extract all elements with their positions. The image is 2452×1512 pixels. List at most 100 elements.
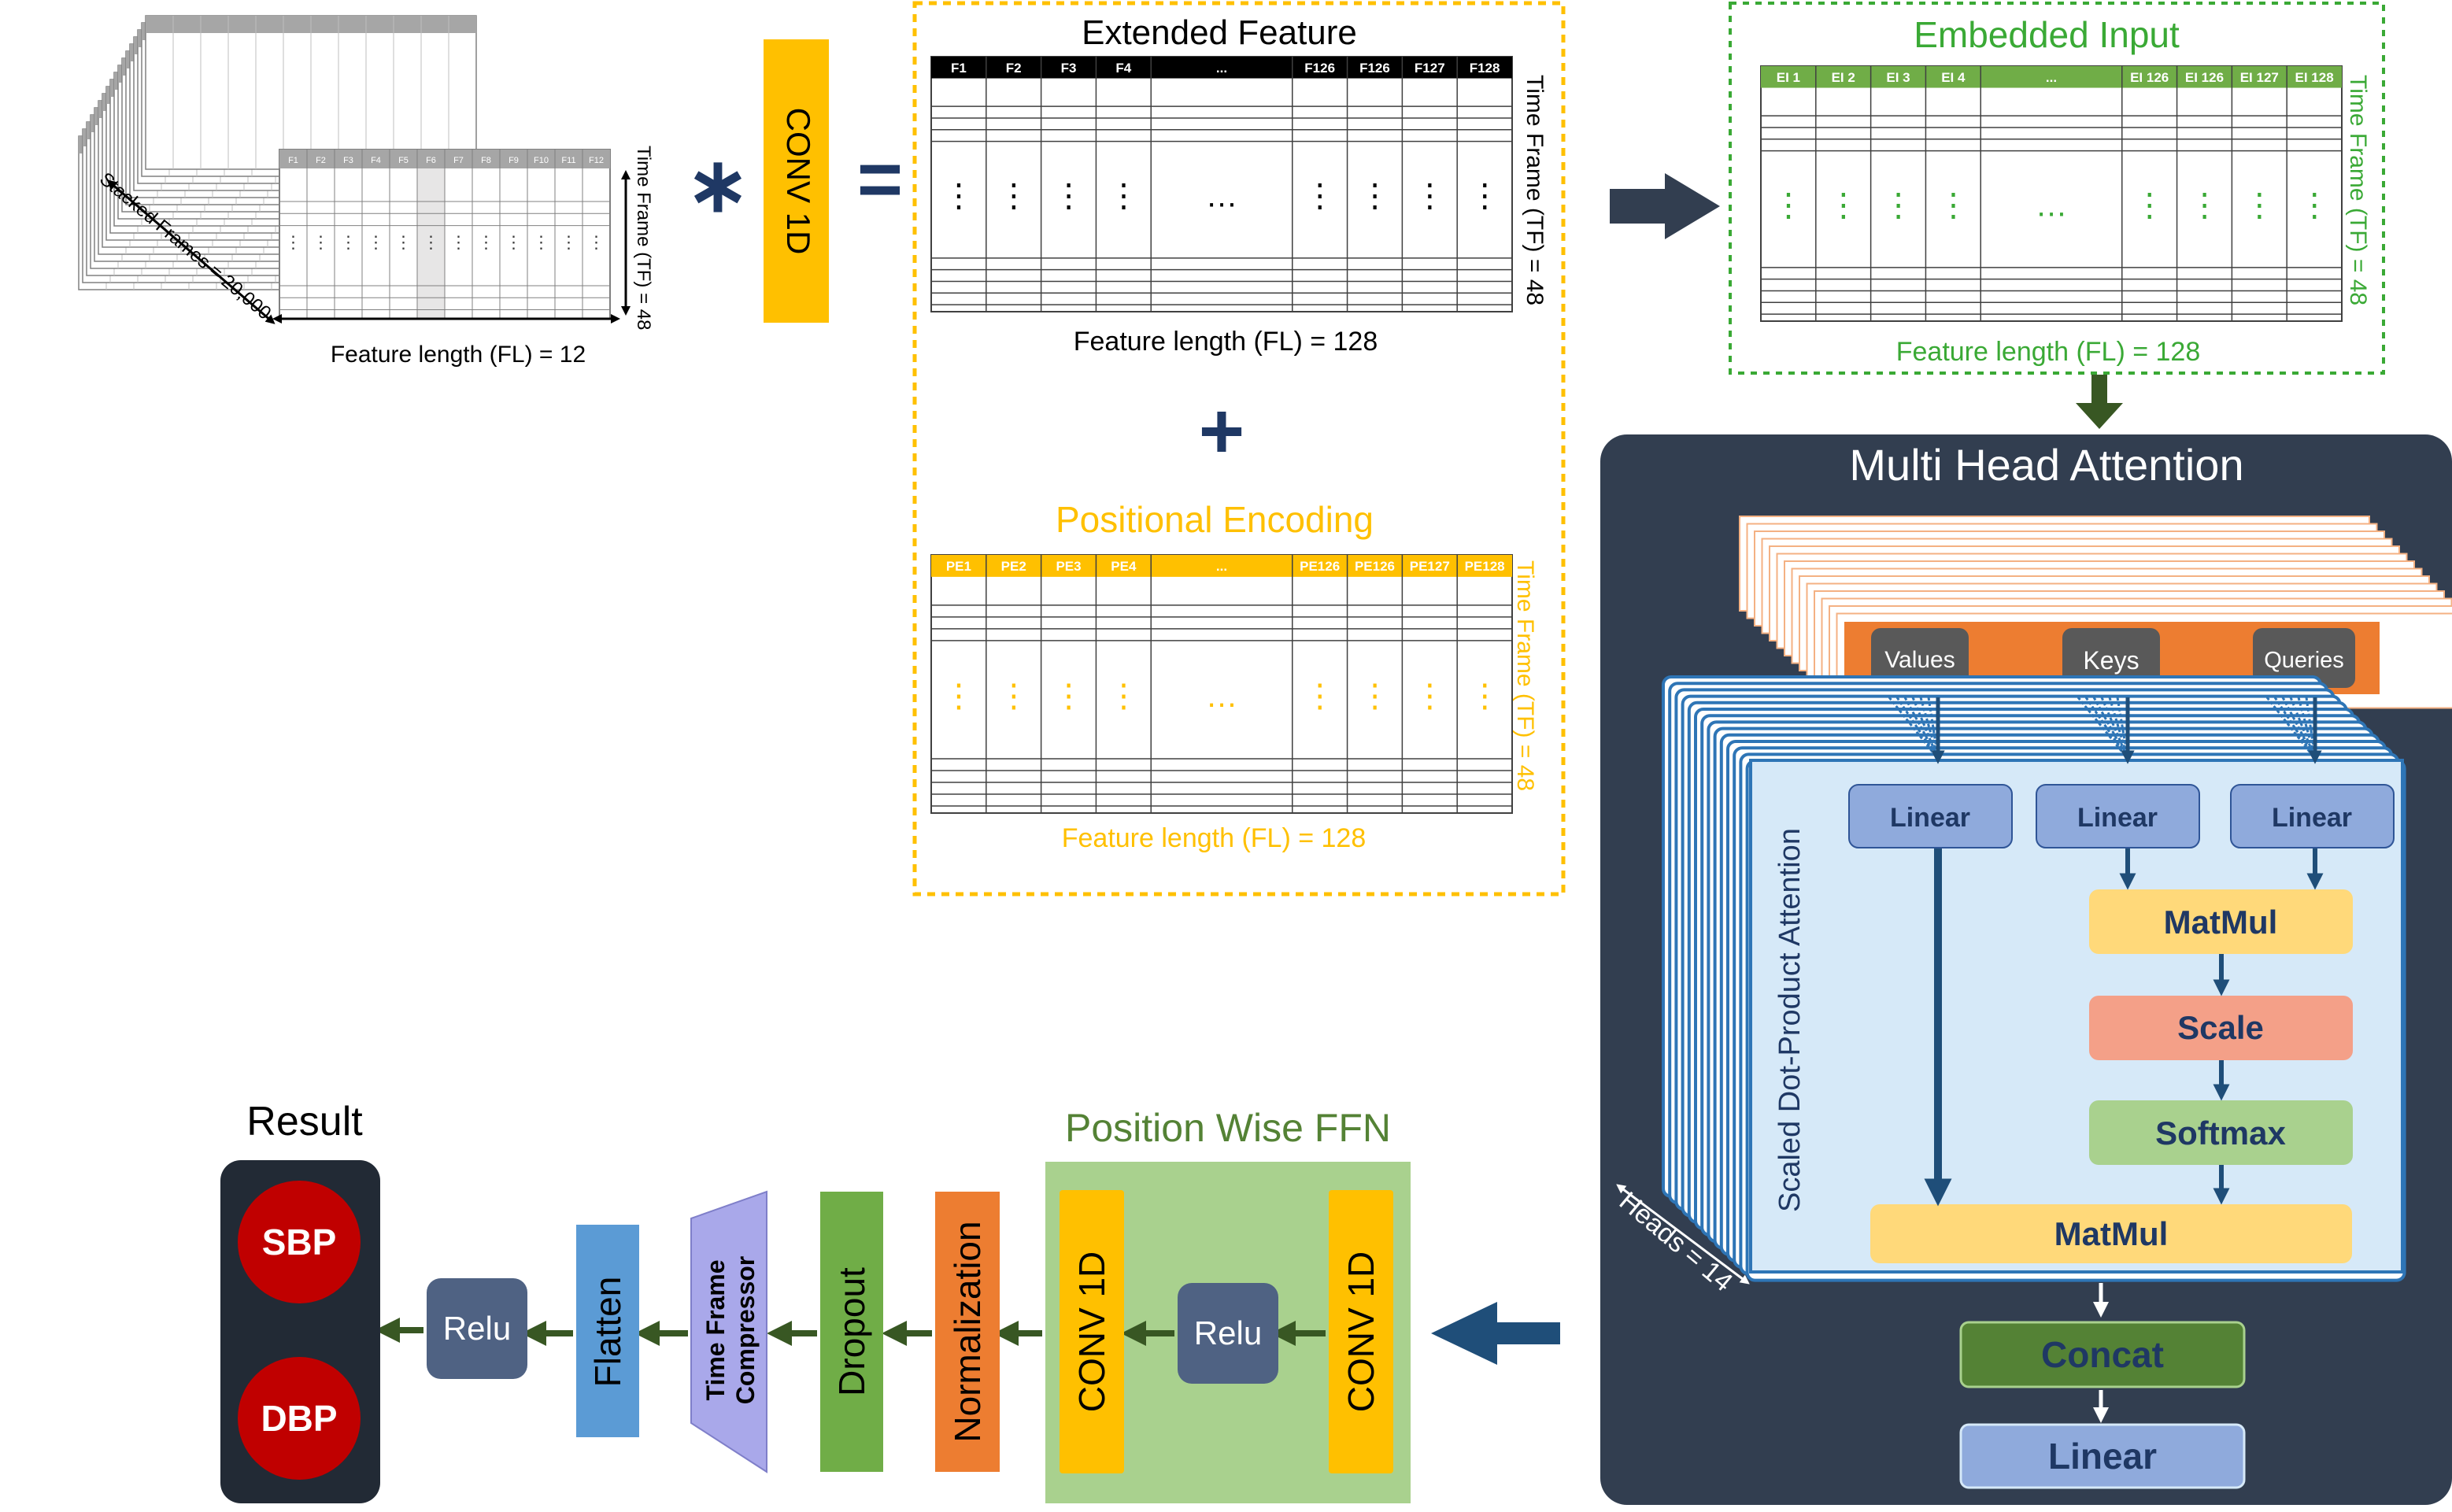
ei-header-cell: EI 2 xyxy=(1832,70,1855,85)
svg-text:Flatten: Flatten xyxy=(587,1277,628,1388)
sbp-output: SBP xyxy=(238,1181,361,1303)
ei-dots: ⋮ xyxy=(2243,187,2276,224)
extended-dots: ⋮ xyxy=(1469,178,1501,214)
front-frame-header-cell: F9 xyxy=(509,156,519,165)
svg-text:Keys: Keys xyxy=(2083,646,2139,675)
matmul-top: MatMul xyxy=(2089,889,2353,954)
extended-dots: ⋮ xyxy=(1052,178,1085,214)
scale-block: Scale xyxy=(2089,996,2353,1060)
svg-text:Linear: Linear xyxy=(2272,803,2352,833)
ffn-conv1d-left: CONV 1D xyxy=(1060,1190,1124,1473)
ei-dots: ⋮ xyxy=(2299,187,2331,224)
ei-header-cell: EI 127 xyxy=(2240,70,2279,85)
mha-title: Multi Head Attention xyxy=(1849,440,2243,490)
extended-header-cell: ... xyxy=(1216,61,1227,76)
pe-dots: ⋮ xyxy=(1414,678,1446,714)
extended-header-cell: F2 xyxy=(1006,61,1022,76)
ei-header-cell: EI 126 xyxy=(2185,70,2224,85)
front-frame-dots: ⋮ xyxy=(588,232,605,252)
pe-dots: ⋮ xyxy=(1304,678,1336,714)
linear-keys: Linear xyxy=(2036,785,2199,848)
extended-header-cell: F127 xyxy=(1415,61,1445,76)
extended-header-cell: F126 xyxy=(1359,61,1390,76)
pe-dots: … xyxy=(1206,678,1238,714)
svg-text:Normalization: Normalization xyxy=(947,1221,988,1442)
pe-time-label: Time Frame (TF) = 48 xyxy=(1512,560,1538,791)
front-frame-dots: ⋮ xyxy=(395,232,412,252)
extended-feature-table: F1⋮F2⋮F3⋮F4⋮...…F126⋮F126⋮F127⋮F128⋮ xyxy=(931,57,1512,312)
stacked-frames-input: F1⋮F2⋮F3⋮F4⋮F5⋮F6⋮F7⋮F8⋮F9⋮F10⋮F11⋮F12⋮ xyxy=(79,16,610,319)
extended-header-cell: F4 xyxy=(1115,61,1131,76)
front-frame-header-cell: F2 xyxy=(316,156,326,165)
dbp-output: DBP xyxy=(238,1357,361,1480)
pe-dots: ⋮ xyxy=(1359,678,1391,714)
to-mha-arrow xyxy=(2076,375,2123,429)
front-frame-dots: ⋮ xyxy=(560,232,578,252)
svg-text:Relu: Relu xyxy=(443,1310,511,1347)
pe-header-cell: PE1 xyxy=(946,559,971,574)
front-frame-dots: ⋮ xyxy=(285,232,302,252)
ei-dots: ⋮ xyxy=(1937,187,1969,224)
svg-text:MatMul: MatMul xyxy=(2054,1215,2169,1252)
svg-text:Scale: Scale xyxy=(2177,1009,2264,1046)
embedded-input-table: EI 1⋮EI 2⋮EI 3⋮EI 4⋮...…EI 126⋮EI 126⋮EI… xyxy=(1761,66,2342,321)
svg-text:Time Frame: Time Frame xyxy=(701,1259,730,1400)
extended-dots: ⋮ xyxy=(997,178,1030,214)
front-frame-dots: ⋮ xyxy=(423,232,440,252)
svg-text:Compressor: Compressor xyxy=(731,1256,760,1405)
ei-header-cell: EI 1 xyxy=(1777,70,1800,85)
ei-dots: … xyxy=(2036,187,2068,224)
front-frame-header-cell: F12 xyxy=(589,156,604,165)
pe-header-cell: ... xyxy=(1216,559,1227,574)
svg-text:Dropout: Dropout xyxy=(831,1267,872,1396)
ei-header-cell: EI 126 xyxy=(2130,70,2169,85)
svg-text:Queries: Queries xyxy=(2264,648,2344,673)
dropout-block: Dropout xyxy=(820,1192,883,1472)
softmax-block: Softmax xyxy=(2089,1100,2353,1165)
front-frame-dots: ⋮ xyxy=(313,232,330,252)
ei-header-cell: EI 128 xyxy=(2295,70,2334,85)
pe-dots: ⋮ xyxy=(943,678,975,714)
front-frame-header-cell: F7 xyxy=(453,156,464,165)
svg-text:MatMul: MatMul xyxy=(2164,904,2278,941)
pe-dots: ⋮ xyxy=(1469,678,1501,714)
extended-dots: ⋮ xyxy=(1108,178,1140,214)
extended-dots: ⋮ xyxy=(943,178,975,214)
extended-header-cell: F3 xyxy=(1061,61,1077,76)
front-frame-dots: ⋮ xyxy=(505,232,523,252)
extended-header-cell: F128 xyxy=(1470,61,1500,76)
positional-encoding-table: PE1⋮PE2⋮PE3⋮PE4⋮...…PE126⋮PE126⋮PE127⋮PE… xyxy=(931,555,1512,813)
front-frame-header-cell: F4 xyxy=(371,156,381,165)
extended-feature-length: Feature length (FL) = 128 xyxy=(1074,327,1378,357)
extended-time-label: Time Frame (TF) = 48 xyxy=(1522,75,1548,305)
extended-dots: ⋮ xyxy=(1414,178,1446,214)
svg-text:DBP: DBP xyxy=(261,1398,337,1439)
mha-to-ffn-arrow xyxy=(1431,1302,1560,1365)
svg-text:Concat: Concat xyxy=(2041,1334,2164,1375)
svg-text:Linear: Linear xyxy=(1890,803,1970,833)
embedded-input-title: Embedded Input xyxy=(1914,14,2180,55)
front-frame-header-cell: F5 xyxy=(398,156,409,165)
svg-text:Softmax: Softmax xyxy=(2155,1115,2286,1152)
ei-dots: ⋮ xyxy=(2188,187,2221,224)
to-embedded-arrow xyxy=(1610,173,1720,239)
front-frame-header-cell: F11 xyxy=(561,156,575,165)
pe-dots: ⋮ xyxy=(1108,678,1140,714)
svg-text:CONV 1D: CONV 1D xyxy=(1071,1251,1112,1412)
input-time-label: Time Frame (TF) = 48 xyxy=(633,146,654,330)
ei-dots: ⋮ xyxy=(2133,187,2165,224)
front-frame-header-cell: F1 xyxy=(288,156,298,165)
ei-time-label: Time Frame (TF) = 48 xyxy=(2345,75,2371,305)
linear-values: Linear xyxy=(1849,785,2012,848)
front-frame-dots: ⋮ xyxy=(368,232,385,252)
extended-dots: ⋮ xyxy=(1359,178,1391,214)
svg-text:Relu: Relu xyxy=(1194,1314,1262,1351)
result-title: Result xyxy=(246,1099,363,1144)
flatten-block: Flatten xyxy=(576,1225,639,1437)
convolution-operator: ∗ xyxy=(686,143,749,227)
front-frame-header-cell: F3 xyxy=(343,156,353,165)
ffn-title: Position Wise FFN xyxy=(1065,1106,1391,1150)
conv1d-label: CONV 1D xyxy=(780,108,817,255)
front-frame-dots: ⋮ xyxy=(478,232,495,252)
